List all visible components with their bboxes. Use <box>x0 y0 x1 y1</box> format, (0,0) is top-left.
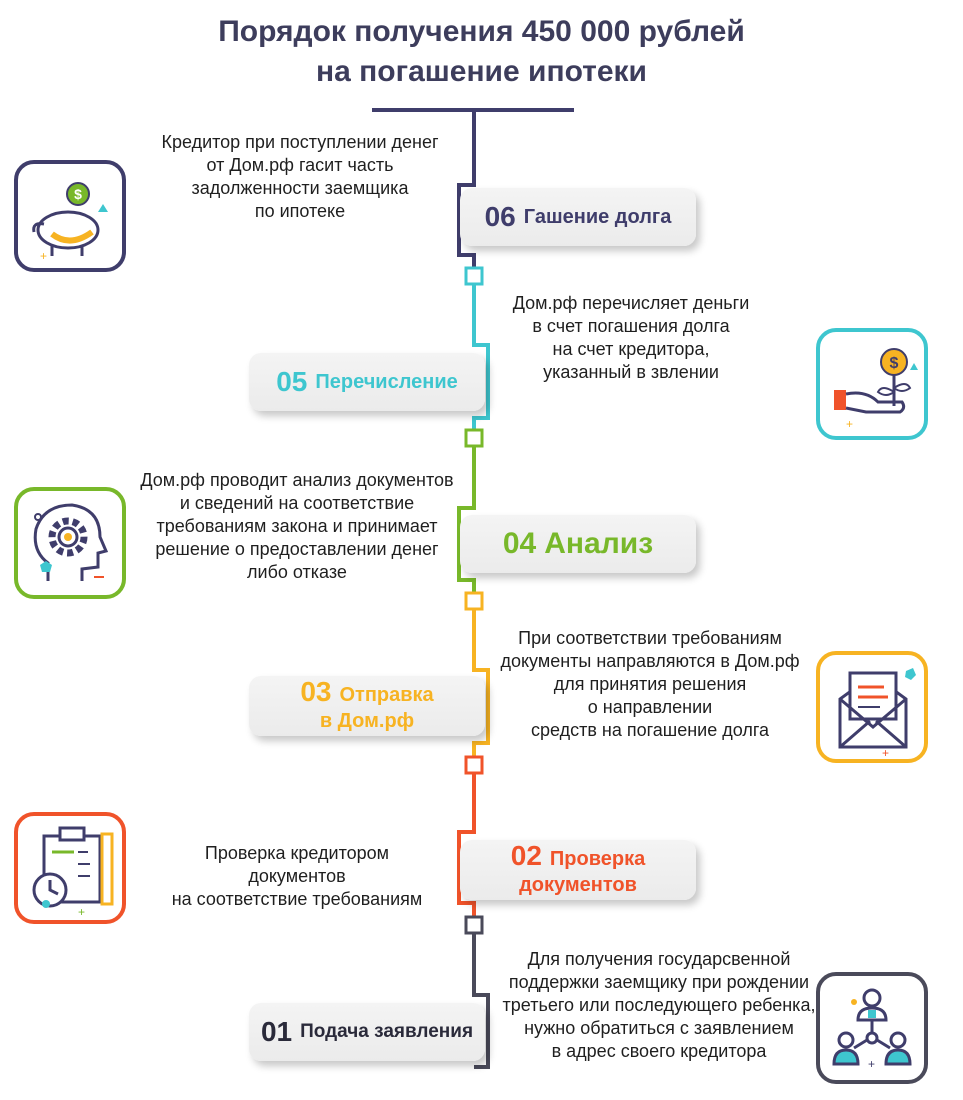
envelope-letter-icon: + <box>838 668 916 759</box>
hand-money-plant-icon: $ + <box>834 348 918 431</box>
step-02-icon-box: + <box>14 812 126 924</box>
step-05-icon-box: $ + <box>816 328 928 440</box>
step-06-title: Гашение долга <box>523 205 672 228</box>
head-gear-icon <box>33 503 109 581</box>
step-03-label: 03 Отправка в Дом.рф <box>249 676 485 736</box>
step-06-label: 06 Гашение долга <box>460 188 696 246</box>
step-04-description: Дом.рф проводит анализ документов и свед… <box>140 470 454 582</box>
clipboard-stopwatch-icon: + <box>32 826 114 919</box>
step-06-number: 06 <box>484 201 516 232</box>
step-01-description: Для получения государсвенной поддержки з… <box>502 949 816 1061</box>
step-02-label: 02 Проверка документов <box>460 840 696 900</box>
svg-text:$: $ <box>74 186 82 202</box>
step-03-number: 03 <box>300 675 332 707</box>
page-title: Порядок получения 450 000 рублей на пога… <box>0 12 963 92</box>
title-line-1: Порядок получения 450 000 рублей <box>218 15 745 48</box>
step-03-title-line-1: Отправка <box>339 683 434 706</box>
step-04-number: 04 <box>502 527 537 560</box>
step-01-label: 01 Подача заявления <box>249 1003 485 1061</box>
step-03-icon-box: + <box>816 651 928 763</box>
step-01-title: Подача заявления <box>300 1021 474 1042</box>
step-02-number: 02 <box>510 839 542 871</box>
step-06-icon-box: $ + <box>14 160 126 272</box>
svg-text:+: + <box>846 417 853 431</box>
step-05-title: Перечисление <box>315 370 458 393</box>
step-04-title: Анализ <box>544 527 654 560</box>
step-01-number: 01 <box>260 1016 293 1047</box>
step-02-title-line-2: документов <box>519 873 637 896</box>
step-02-title-line-1: Проверка <box>549 847 646 870</box>
svg-text:+: + <box>40 249 47 263</box>
step-03-description: При соответствии требованиям документы н… <box>500 628 800 740</box>
svg-text:+: + <box>882 746 889 759</box>
title-line-2: на погашение ипотеки <box>315 55 647 88</box>
step-01-icon-box: + <box>816 972 928 1084</box>
svg-text:$: $ <box>890 355 899 372</box>
step-03-title-line-2: в Дом.рф <box>319 709 415 732</box>
step-05-description: Дом.рф перечисляет деньги в счет погашен… <box>512 293 750 382</box>
svg-text:+: + <box>78 905 85 919</box>
step-06-description: Кредитор при поступлении денег от Дом.рф… <box>161 132 439 221</box>
svg-text:+: + <box>868 1057 875 1071</box>
step-05-label: 05 Перечисление <box>249 353 485 411</box>
people-network-icon: + <box>832 988 912 1071</box>
step-04-icon-box <box>14 487 126 599</box>
piggy-bank-icon: $ + <box>32 182 108 263</box>
step-05-number: 05 <box>276 366 308 397</box>
step-04-label: 04 Анализ <box>460 515 696 573</box>
step-02-description: Проверка кредитором документов на соотве… <box>171 843 423 909</box>
